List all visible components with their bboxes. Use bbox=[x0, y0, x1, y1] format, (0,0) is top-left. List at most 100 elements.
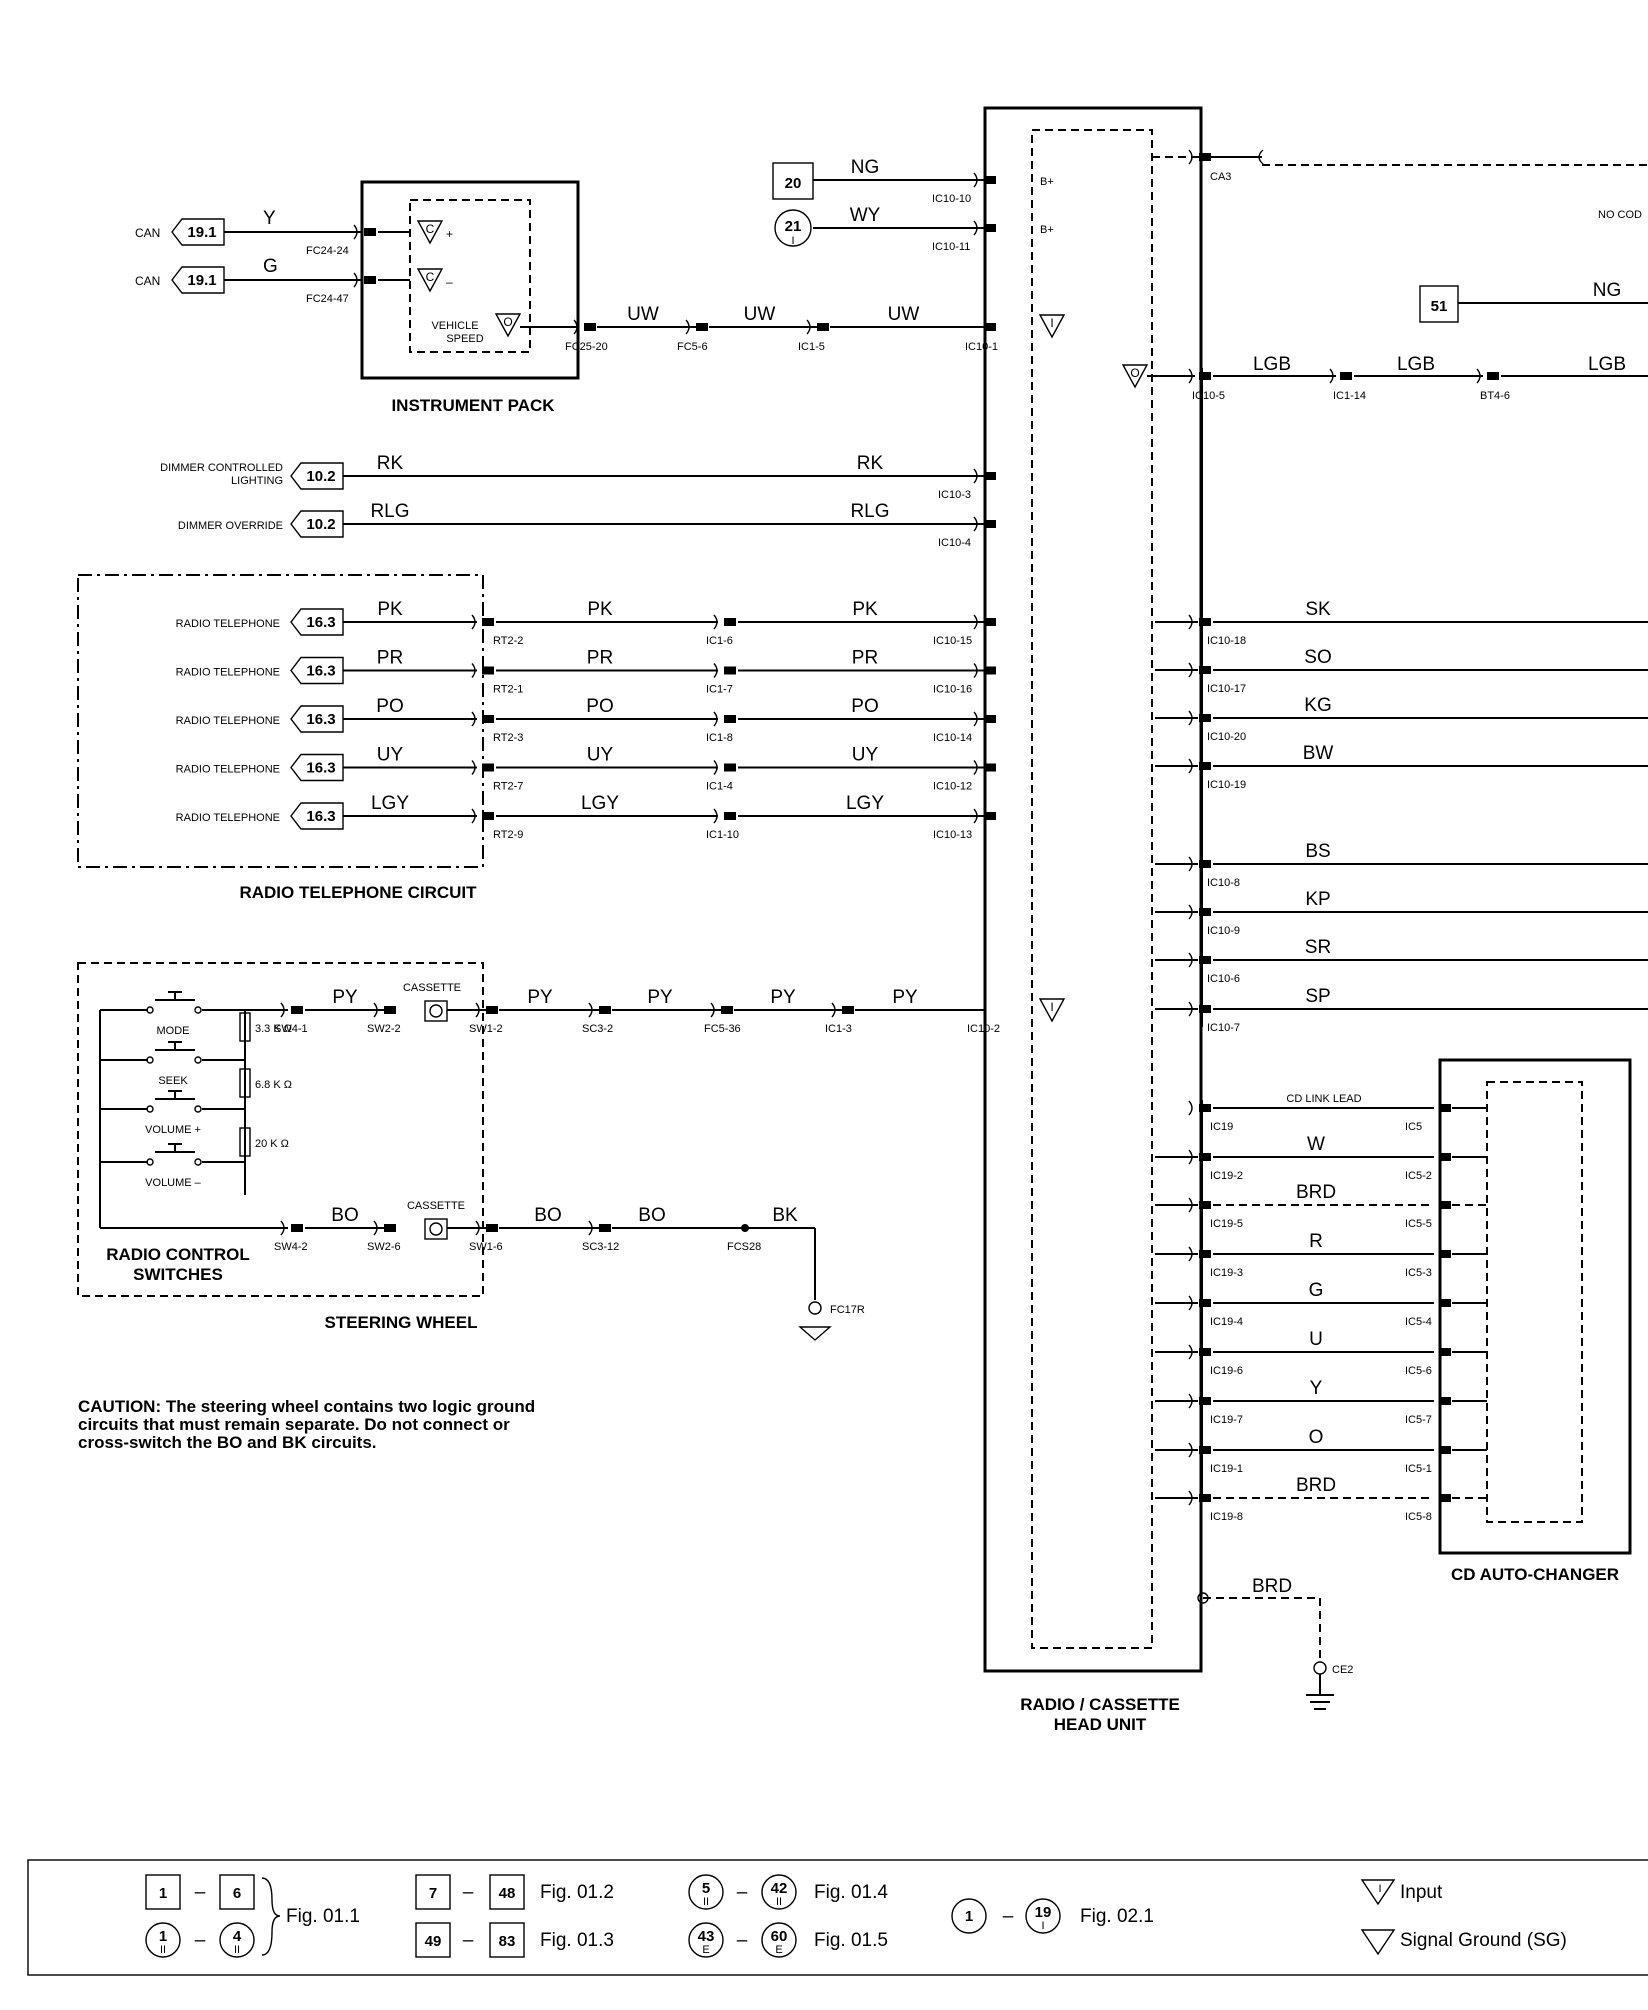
output-conn-pin bbox=[1199, 860, 1211, 868]
diagram-frame bbox=[27, 106, 1648, 1976]
ce2-point bbox=[1313, 1661, 1327, 1675]
cd-conn-ic5 bbox=[1439, 1104, 1451, 1112]
cd-c2: IC5-5 bbox=[1405, 1218, 1432, 1230]
tel-wire-color: LGY bbox=[371, 793, 409, 814]
dimmer-connector: IC10-4 bbox=[938, 537, 971, 549]
tel-c3: IC10-14 bbox=[933, 732, 972, 744]
tel-label: RADIO TELEPHONE bbox=[176, 618, 280, 630]
speed-conn-pin bbox=[817, 323, 829, 331]
legend-to-circle bbox=[1025, 1898, 1061, 1934]
py-connector: IC1-3 bbox=[825, 1023, 852, 1035]
cd-wire-color: O bbox=[1309, 1427, 1324, 1448]
ca3-conn-pin bbox=[1199, 153, 1211, 161]
py-conn-pin bbox=[486, 1006, 498, 1014]
can-sym-text: C bbox=[426, 270, 435, 284]
tel-conn-ic1-pin bbox=[724, 812, 736, 820]
cd-c1: IC19-7 bbox=[1210, 1414, 1243, 1426]
power-wire-color: WY bbox=[850, 205, 881, 226]
dimmer-ref-text: 10.2 bbox=[306, 468, 335, 485]
tel-conn-ic1-plug bbox=[713, 808, 718, 824]
ca3-conn-plug bbox=[1188, 149, 1193, 165]
output-wire-color: KP bbox=[1305, 889, 1330, 910]
power-conn-plug bbox=[973, 220, 978, 236]
speed-head-pin bbox=[984, 323, 996, 331]
cd-conn-ic5 bbox=[1439, 1250, 1451, 1258]
legend-from-sub: II bbox=[703, 1896, 709, 1908]
bo-conn-pin bbox=[291, 1224, 303, 1232]
speed-connector: FC25-20 bbox=[565, 341, 608, 353]
output-conn-pin bbox=[1199, 666, 1211, 674]
legend-from-circle bbox=[145, 1922, 181, 1958]
output-wire-color: SO bbox=[1304, 647, 1331, 668]
legend-dash: – bbox=[463, 1882, 474, 1903]
legend-to: 83 bbox=[499, 1933, 516, 1950]
tel-c2: IC1-8 bbox=[706, 732, 733, 744]
legend-from-sub: II bbox=[160, 1944, 166, 1956]
dimmer-connector: IC10-3 bbox=[938, 489, 971, 501]
fcs28-splice bbox=[741, 1224, 749, 1232]
py-wire-color: PY bbox=[332, 987, 358, 1008]
py-wire-color: PY bbox=[647, 987, 673, 1008]
legend-to: 48 bbox=[499, 1885, 516, 1902]
tel-conn-ic10-plug bbox=[973, 663, 978, 678]
bo-conn-pin bbox=[486, 1224, 498, 1232]
legend-dash: – bbox=[195, 1882, 206, 1903]
cd-conn-ic19-plug bbox=[1188, 1490, 1193, 1506]
speed-connector: IC1-5 bbox=[798, 341, 825, 353]
output-conn-plug bbox=[1188, 952, 1193, 968]
lgb-sym-text: O bbox=[1130, 366, 1139, 380]
cd-conn-ic19-pin bbox=[1199, 1104, 1211, 1112]
legend-fig: Fig. 02.1 bbox=[1080, 1906, 1154, 1927]
output-wire-color: KG bbox=[1304, 695, 1331, 716]
cd-autochanger-label: CD AUTO-CHANGER bbox=[1451, 1565, 1619, 1584]
bo-connector: SC3-12 bbox=[582, 1241, 619, 1253]
legend-from: 1 bbox=[965, 1908, 973, 1925]
cd-conn-ic19-plug bbox=[1188, 1100, 1193, 1116]
legend-sg-icon bbox=[1360, 1929, 1396, 1956]
btn-contact bbox=[146, 1006, 154, 1014]
legend-from: 5 bbox=[702, 1880, 710, 1897]
tel-conn-ic10-plug bbox=[973, 760, 978, 775]
tel-c3: IC10-15 bbox=[933, 635, 972, 647]
vehicle-speed-l1: VEHICLE bbox=[431, 320, 478, 332]
legend-from: 49 bbox=[425, 1933, 442, 1950]
cd-wire-color: G bbox=[1309, 1280, 1324, 1301]
ground-point bbox=[808, 1301, 822, 1315]
tel-label: RADIO TELEPHONE bbox=[176, 812, 280, 824]
speed-conn-plug bbox=[573, 319, 578, 335]
switch-button-label: VOLUME – bbox=[145, 1177, 202, 1189]
py-conn-pin bbox=[291, 1006, 303, 1014]
py-conn-plug bbox=[280, 1002, 285, 1018]
legend-from-circle bbox=[688, 1874, 724, 1910]
tel-c3: IC10-12 bbox=[933, 781, 972, 793]
tel-c1: RT2-3 bbox=[493, 732, 523, 744]
resistor-label: 3.3 K Ω bbox=[255, 1023, 292, 1035]
bo-connector: FCS28 bbox=[727, 1241, 761, 1253]
legend-from: 1 bbox=[159, 1928, 167, 1945]
dimmer-wire-color: RK bbox=[377, 453, 404, 474]
speed-conn-plug bbox=[806, 319, 811, 335]
power-ref-circle bbox=[774, 209, 812, 247]
speed-wire-color: UW bbox=[627, 304, 659, 325]
switch-button-label: SEEK bbox=[158, 1075, 188, 1087]
can-pol: – bbox=[446, 275, 453, 289]
can-wire-color: G bbox=[263, 256, 278, 277]
cassette-box bbox=[424, 1000, 448, 1022]
cd-autochanger-inner bbox=[1486, 1081, 1583, 1523]
resistor-label: 6.8 K Ω bbox=[255, 1079, 292, 1091]
lgb-conn-plug bbox=[1188, 368, 1193, 384]
tel-conn-ic1-pin bbox=[724, 763, 736, 772]
tel-conn-ic10-plug bbox=[973, 808, 978, 824]
dimmer-wire-color: RLG bbox=[370, 501, 409, 522]
output-wire-color: SR bbox=[1305, 937, 1331, 958]
output-connector: IC10-9 bbox=[1207, 925, 1240, 937]
tel-c3: IC10-13 bbox=[933, 829, 972, 841]
brd-ground-color: BRD bbox=[1252, 1576, 1292, 1597]
can-connector: FC24-24 bbox=[306, 245, 349, 257]
tel-wire-color: UY bbox=[852, 745, 879, 766]
output-wire-color: BS bbox=[1305, 841, 1330, 862]
cd-c2: IC5-2 bbox=[1405, 1170, 1432, 1182]
cd-c1: IC19 bbox=[1210, 1121, 1233, 1133]
can-conn-pin bbox=[364, 276, 376, 284]
speed-wire-color: UW bbox=[888, 304, 920, 325]
